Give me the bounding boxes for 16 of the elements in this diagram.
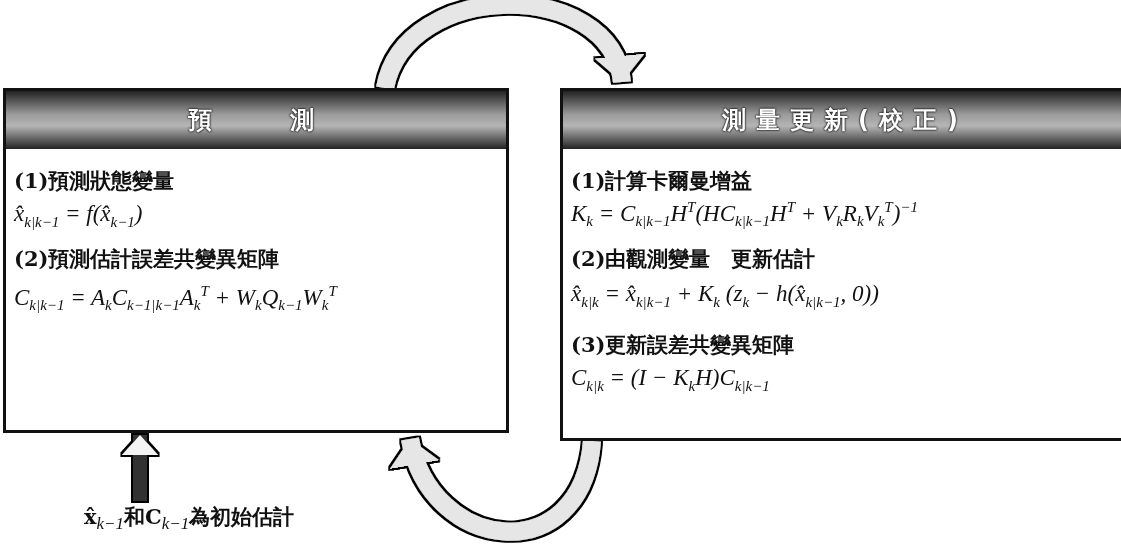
initial-estimate-text: x̂$_{k−1}$和C$_{k−1}$為初始估計 <box>84 503 295 535</box>
step-heading: (2)預測估計誤差共變異矩陣 <box>14 245 280 273</box>
step-heading: (1)預測狀態變量 <box>14 167 175 195</box>
process-box <box>3 88 509 433</box>
block-arrow <box>122 435 158 501</box>
box-heading: 預 測 <box>188 105 324 136</box>
step-heading: (3)更新誤差共變異矩陣 <box>571 331 795 359</box>
formula: x̂$_{k|k}$ = x̂$_{k|k−1}$ + K$_{k}$ (z$_{k}$ − h(x̂$_{k|k−1}$, 0)) <box>571 281 879 311</box>
process-box <box>560 88 1121 441</box>
step-heading: (2)由觀測變量 更新估計 <box>571 245 816 273</box>
step-heading: (1)計算卡爾曼增益 <box>571 167 753 195</box>
formula: K$_{k}$ = C$_{k|k−1}$H$^{T}$(HC$_{k|k−1}$H$^{T}$ + V$_{k}$R$_{k}$V$_{k}$$^{T}$)$^{−1}$ <box>571 199 918 231</box>
box-heading: 測量更新(校正) <box>722 105 968 136</box>
formula: x̂$_{k|k−1}$ = f(x̂$_{k−1}$) <box>14 201 143 231</box>
formula: C$_{k|k}$ = (I − K$_{k}$H)C$_{k|k−1}$ <box>571 365 770 395</box>
block-arrow <box>393 436 601 541</box>
